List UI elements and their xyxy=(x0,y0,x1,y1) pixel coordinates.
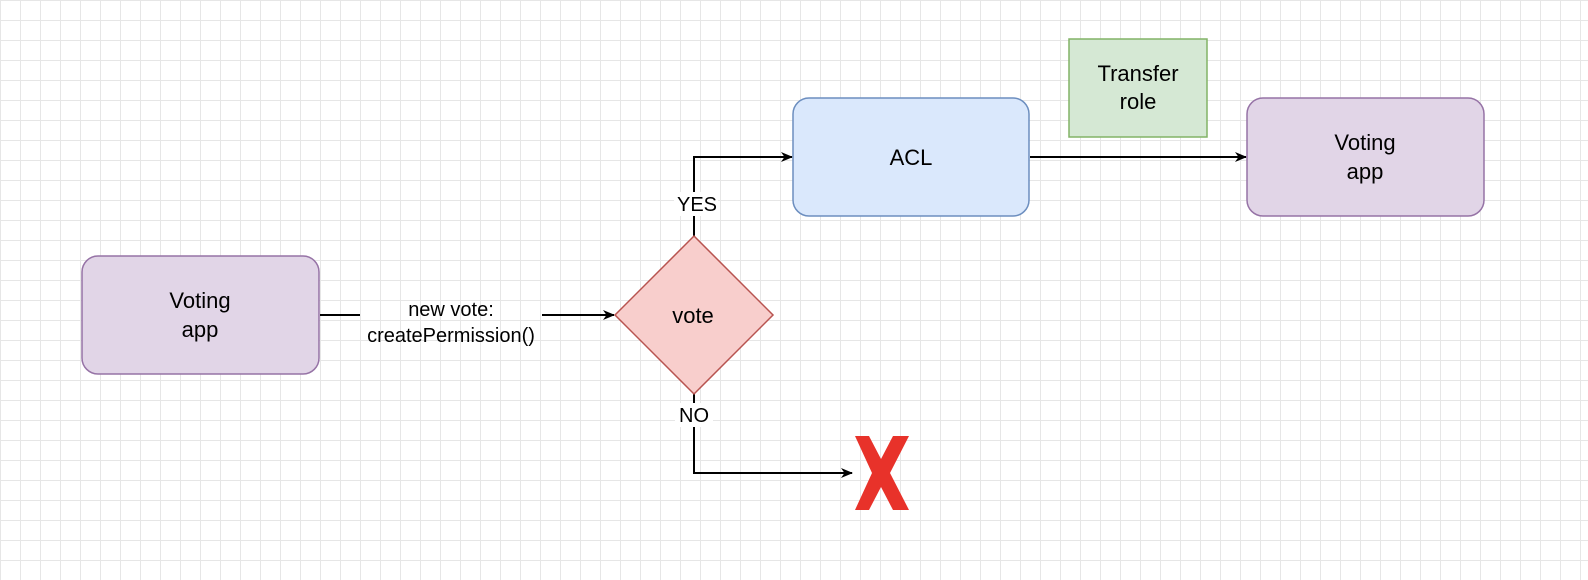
node-vote-decision[interactable]: vote xyxy=(613,234,775,396)
node-transfer-role-label-line2: role xyxy=(1120,89,1157,114)
node-vote-decision-shape xyxy=(613,234,775,396)
node-acl-shape xyxy=(792,97,1030,217)
node-acl-label: ACL xyxy=(890,145,933,170)
node-voting-app-source[interactable]: Voting app xyxy=(81,255,320,375)
edge-yes-label-bg xyxy=(674,192,718,216)
node-voting-app-target-label-line1: Voting xyxy=(1334,130,1395,155)
edge-no-line xyxy=(693,394,853,478)
node-acl[interactable]: ACL xyxy=(792,97,1030,217)
edge-no-label: NO xyxy=(679,405,709,427)
node-vote-decision-label: vote xyxy=(672,303,714,328)
edge-no[interactable]: NO xyxy=(675,394,853,478)
edge-new-vote-label-line1: new vote: xyxy=(408,299,494,321)
edge-yes[interactable]: YES xyxy=(674,152,793,236)
edge-new-vote[interactable]: new vote: createPermission() xyxy=(320,299,615,347)
node-voting-app-target-label-line2: app xyxy=(1347,159,1384,184)
node-voting-app-source-label-line1: Voting xyxy=(169,288,230,313)
node-transfer-role[interactable]: Transfer role xyxy=(1068,38,1208,138)
node-transfer-role-shape xyxy=(1068,38,1208,138)
node-voting-app-source-label-line2: app xyxy=(182,317,219,342)
red-x-icon xyxy=(855,436,909,510)
node-voting-app-target-shape xyxy=(1246,97,1485,217)
red-x-icon-shape xyxy=(855,436,909,510)
node-voting-app-source-shape xyxy=(81,255,320,375)
node-transfer-role-label-line1: Transfer xyxy=(1097,61,1178,86)
edge-new-vote-label-line2: createPermission() xyxy=(367,325,535,347)
edge-no-label-bg xyxy=(675,403,713,427)
node-voting-app-target[interactable]: Voting app xyxy=(1246,97,1485,217)
edge-yes-label: YES xyxy=(677,194,717,216)
